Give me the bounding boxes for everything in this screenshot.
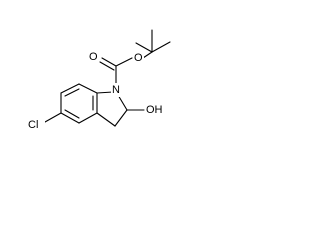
bond-c7a-n <box>96 91 114 94</box>
bond-c3-c3a <box>96 112 116 127</box>
atom-labels: N O O OH Cl <box>27 51 165 132</box>
bond-tbu-c-methyl-left <box>135 42 153 53</box>
bond-c7a-c7 <box>78 83 98 94</box>
chemical-structure-diagram: N O O OH Cl <box>27 29 171 132</box>
nitrogen-label: N <box>112 84 120 96</box>
bond-c7-c6 <box>60 83 80 94</box>
pyrrolidine-ring <box>96 91 128 127</box>
benzene-ring <box>60 83 98 124</box>
double-bond-c5-c4-inner <box>64 109 80 119</box>
chlorine-label: Cl <box>28 119 38 131</box>
bond-n-c2 <box>117 94 128 111</box>
bond-c5-c4 <box>60 112 80 124</box>
bond-carbonyl-c-o-double-b <box>99 61 115 71</box>
bond-carbonyl-c-ester-o <box>115 57 133 67</box>
bond-c2-c3 <box>114 109 128 127</box>
bond-carbonyl-c-o-double-a <box>101 57 117 67</box>
bond-c5-cl <box>44 112 62 123</box>
ester-oxygen-label: O <box>134 52 143 64</box>
boc-group <box>99 29 171 85</box>
double-bond-c7-c6-inner <box>64 88 80 97</box>
bond-c4-c3a <box>78 112 98 124</box>
hydroxyl-label: OH <box>146 104 163 116</box>
carbonyl-oxygen-label: O <box>89 51 98 63</box>
bond-tbu-c-methyl-right <box>151 41 171 53</box>
bond-ester-o-tbu-c <box>142 51 153 59</box>
